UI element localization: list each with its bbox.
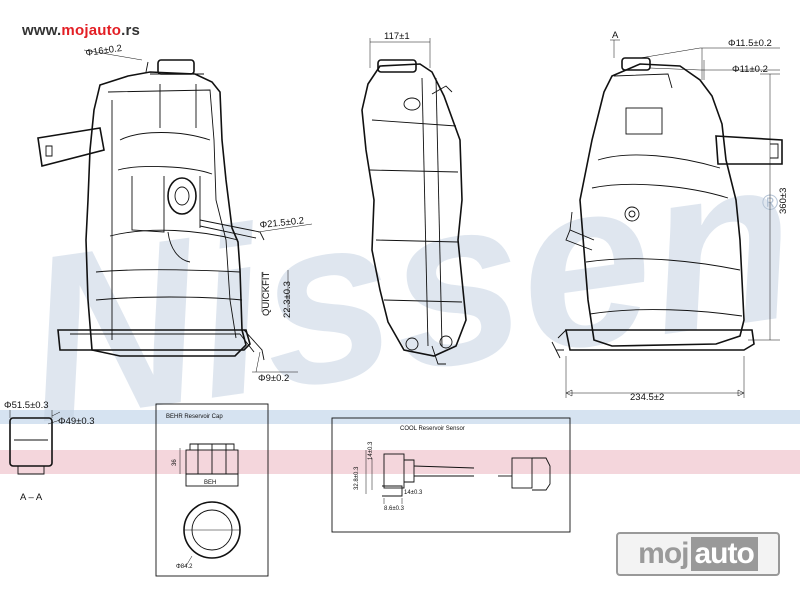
dim-sensor-4: 8.6±0.3: [384, 506, 405, 512]
tank-front-view: [37, 49, 313, 373]
site-url-brand: mojauto: [61, 22, 122, 39]
dim-d11-5: Φ11.5±0.2: [728, 38, 772, 49]
site-url-suffix: .rs: [121, 22, 141, 39]
site-url-prefix: www.: [22, 22, 62, 39]
dim-d21-5: Φ21.5±0.2: [259, 215, 304, 231]
dim-sensor-3: 14±0.3: [404, 490, 423, 496]
cap-detail: [155, 403, 269, 577]
cap-title: BEHR Reservoir Cap: [166, 414, 223, 420]
sensor-detail: [331, 417, 571, 533]
logo-text-left: moj: [638, 537, 689, 570]
site-url[interactable]: www.mojauto.rs: [22, 22, 140, 39]
sensor-title: COOL Reservoir Sensor: [400, 426, 465, 432]
section-a-a: [9, 410, 61, 475]
dim-d9: Φ9±0.2: [258, 373, 289, 384]
tank-rear-view: [551, 39, 783, 398]
dim-d49: Φ49±0.3: [58, 416, 95, 427]
dim-d11: Φ11±0.2: [732, 64, 768, 75]
cap-label: BEH: [204, 480, 216, 486]
dim-sensor-1: 32.8±0.3: [354, 466, 360, 490]
blue-band: [0, 410, 800, 424]
dim-sensor-2: 14±0.3: [368, 441, 374, 460]
dim-d22-3: 22.3±0.3: [282, 281, 293, 318]
dim-section-a: A: [612, 30, 619, 41]
dim-d16: Φ16±0.2: [85, 43, 123, 59]
section-a-a-label: A – A: [20, 492, 43, 503]
dim-w117: 117±1: [384, 31, 410, 42]
dim-w234-5: 234.5±2: [630, 392, 664, 403]
tank-side-view: [361, 38, 467, 365]
logo-text-right: auto: [690, 537, 758, 571]
dim-quickfit: QUICKFIT: [261, 271, 272, 316]
dim-d51-5: Φ51.5±0.3: [4, 400, 49, 411]
dim-d36: 36: [172, 459, 178, 466]
dim-d84: Φ84.2: [176, 564, 193, 570]
dim-h360: 360±3: [778, 188, 789, 214]
